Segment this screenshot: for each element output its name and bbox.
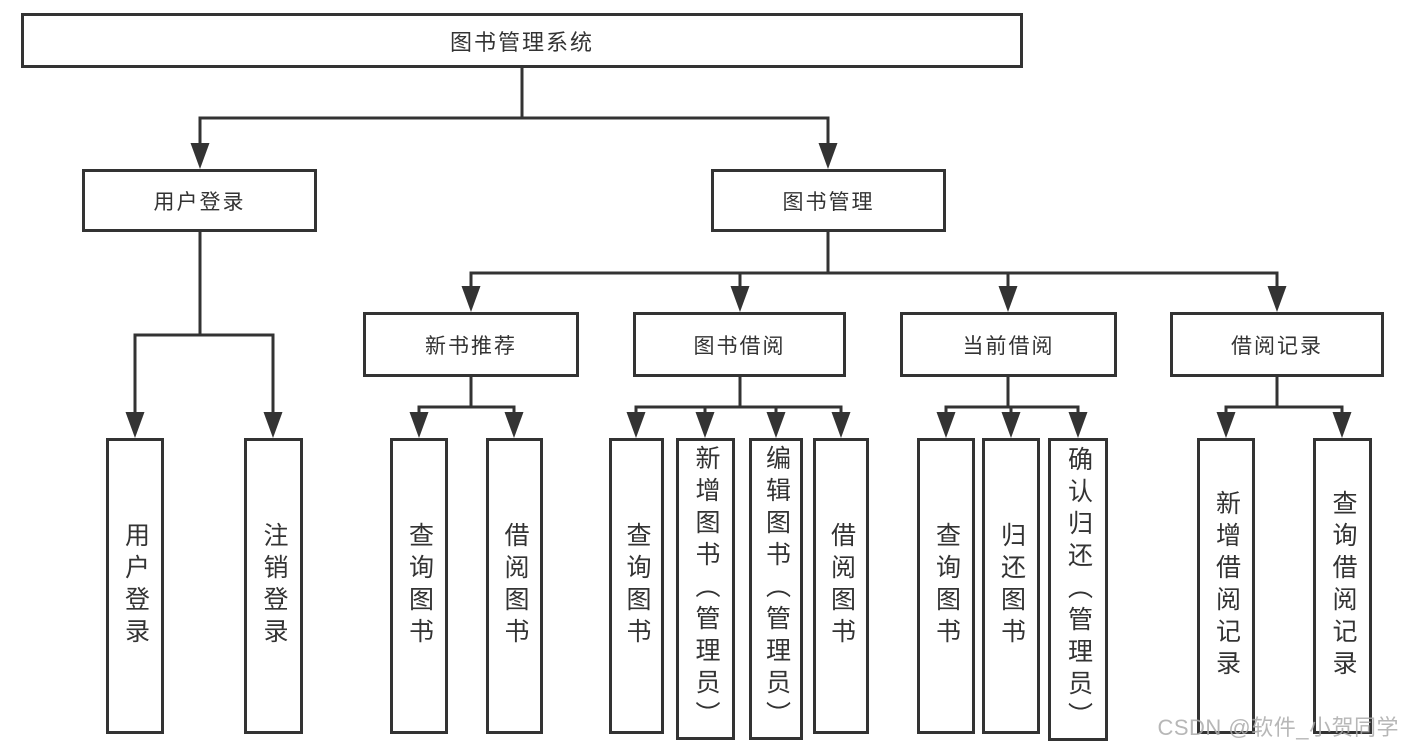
leaf-query-books-borrowing: 查询图书 <box>609 438 664 734</box>
leaf-borrow-books: 借阅图书 <box>813 438 869 734</box>
node-label: 确认归还（管理员） <box>1064 445 1093 734</box>
node-book-borrowing: 图书借阅 <box>633 312 846 377</box>
node-label: 查询图书 <box>405 522 434 650</box>
node-label: 归还图书 <box>997 522 1026 650</box>
node-label: 图书借阅 <box>693 334 786 358</box>
node-label: 注销登录 <box>260 522 288 650</box>
leaf-query-books-current: 查询图书 <box>917 438 975 734</box>
node-label: 当前借阅 <box>962 334 1055 358</box>
node-label: 查询图书 <box>932 522 961 650</box>
node-current-borrowing: 当前借阅 <box>900 312 1117 377</box>
leaf-query-books-recommend: 查询图书 <box>390 438 448 734</box>
leaf-return-books: 归还图书 <box>982 438 1040 734</box>
node-book-management: 图书管理 <box>711 169 946 232</box>
node-user-login: 用户登录 <box>82 169 317 232</box>
node-label: 新增借阅记录 <box>1212 490 1241 682</box>
node-label: 新书推荐 <box>425 334 517 358</box>
node-label: 图书管理系统 <box>449 29 594 55</box>
node-label: 查询借阅记录 <box>1329 490 1357 682</box>
leaf-query-borrowing-record: 查询借阅记录 <box>1313 438 1372 734</box>
node-label: 编辑图书（管理员） <box>762 445 791 733</box>
leaf-borrow-books-recommend: 借阅图书 <box>486 438 543 734</box>
node-borrowing-records: 借阅记录 <box>1170 312 1384 377</box>
node-label: 用户登录 <box>121 522 150 650</box>
node-library-management-system: 图书管理系统 <box>21 13 1023 68</box>
leaf-logout: 注销登录 <box>244 438 303 734</box>
leaf-user-login: 用户登录 <box>106 438 164 734</box>
node-label: 用户登录 <box>153 190 246 214</box>
leaf-add-books-admin: 新增图书（管理员） <box>676 438 735 740</box>
node-label: 借阅记录 <box>1231 334 1323 358</box>
leaf-confirm-return-admin: 确认归还（管理员） <box>1048 438 1108 741</box>
node-label: 借阅图书 <box>501 522 529 650</box>
node-label: 新增图书（管理员） <box>692 445 720 733</box>
leaf-add-borrowing-record: 新增借阅记录 <box>1197 438 1255 734</box>
node-label: 借阅图书 <box>827 522 856 650</box>
csdn-watermark: CSDN @软件_小贺同学 <box>1157 715 1399 740</box>
node-new-book-recommendation: 新书推荐 <box>363 312 579 377</box>
leaf-edit-books-admin: 编辑图书（管理员） <box>749 438 803 740</box>
node-label: 查询图书 <box>623 522 651 650</box>
node-label: 图书管理 <box>782 190 875 214</box>
